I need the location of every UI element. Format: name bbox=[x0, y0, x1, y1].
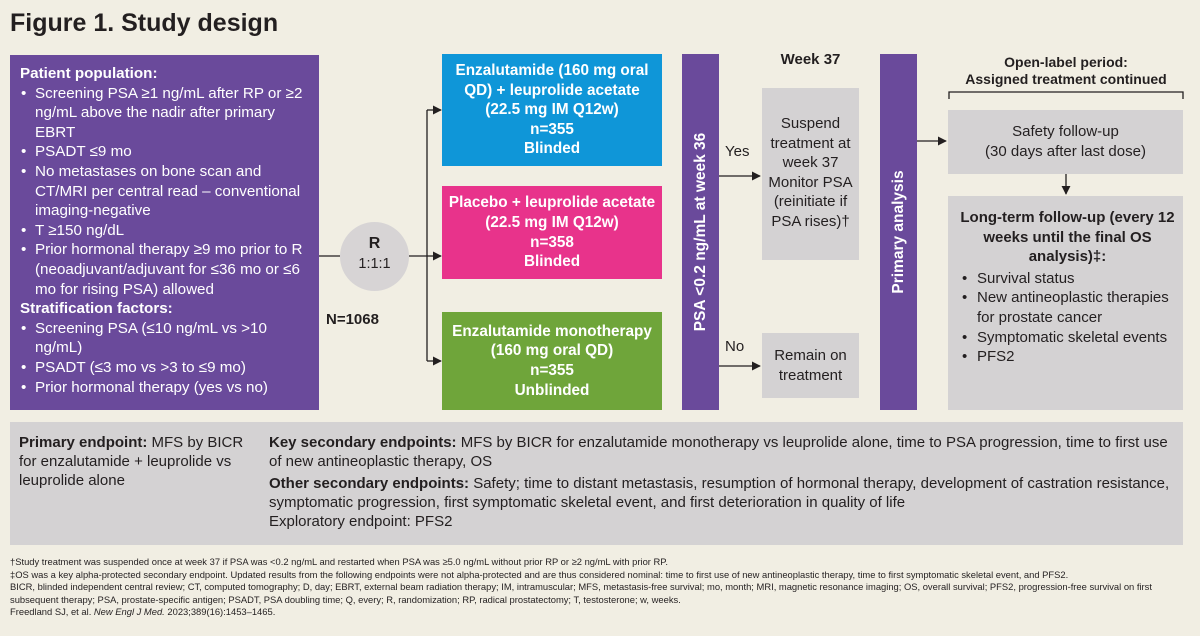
figure-title: Figure 1. Study design bbox=[10, 9, 279, 37]
primary-analysis-label: Primary analysis bbox=[889, 170, 907, 294]
primary-endpoint-text: MFS by BICR for enzalutamide + leuprolid… bbox=[19, 434, 244, 489]
primary-endpoint-label: Primary endpoint: bbox=[19, 434, 148, 451]
endpoints-panel: Primary endpoint: MFS by BICR for enzalu… bbox=[10, 422, 1183, 545]
arm-blinding: Blinded bbox=[523, 253, 581, 271]
population-item: PSADT ≤9 mo bbox=[20, 142, 310, 162]
longterm-item: Symptomatic skeletal events bbox=[960, 328, 1175, 348]
yes-label: Yes bbox=[725, 143, 750, 160]
open-label-heading: Open-label period: Assigned treatment co… bbox=[949, 54, 1183, 88]
long-term-follow-up-box: Long-term follow-up (every 12 weeks unti… bbox=[948, 196, 1183, 410]
population-item: Prior hormonal therapy ≥9 mo prior to R … bbox=[20, 240, 310, 299]
longterm-heading: Long-term follow-up (every 12 weeks unti… bbox=[960, 209, 1175, 266]
randomization-ratio: 1:1:1 bbox=[358, 256, 391, 272]
arm-treatment: Enzalutamide monotherapy bbox=[452, 322, 652, 340]
arm-n: n=358 bbox=[530, 233, 574, 251]
population-heading: Patient population: bbox=[20, 65, 158, 82]
arm-treatment: Enzalutamide (160 mg oral QD) + leuproli… bbox=[455, 62, 649, 99]
citation-journal: New Engl J Med. bbox=[93, 606, 165, 617]
population-item: Screening PSA ≥1 ng/mL after RP or ≥2 ng… bbox=[20, 84, 310, 143]
population-item: T ≥150 ng/dL bbox=[20, 221, 310, 241]
safety-title: Safety follow-up bbox=[1012, 123, 1119, 140]
arm-dose: (160 mg oral QD) bbox=[490, 342, 614, 360]
no-label: No bbox=[725, 338, 745, 355]
primary-analysis-bar: Primary analysis bbox=[880, 54, 917, 410]
remain-on-treatment-box: Remain on treatment bbox=[762, 333, 859, 398]
randomization-circle: R 1:1:1 bbox=[340, 222, 409, 291]
safety-follow-up-box: Safety follow-up (30 days after last dos… bbox=[948, 110, 1183, 174]
arm-blinding: Blinded bbox=[523, 140, 581, 158]
exploratory-endpoint: Exploratory endpoint: PFS2 bbox=[269, 513, 453, 530]
suspend-line: Suspend treatment at week 37 bbox=[770, 115, 851, 172]
psa-threshold-label: PSA <0.2 ng/mL at week 36 bbox=[691, 132, 709, 332]
footnote-abbreviations: BICR, blinded independent central review… bbox=[10, 581, 1152, 605]
stratification-heading: Stratification factors: bbox=[20, 300, 173, 318]
secondary-endpoints: Key secondary endpoints: MFS by BICR for… bbox=[269, 433, 1179, 531]
total-n: N=1068 bbox=[326, 311, 379, 328]
stratification-item: PSADT (≤3 mo vs >3 to ≤9 mo) bbox=[20, 358, 310, 378]
longterm-item: New antineoplastic therapies for prostat… bbox=[960, 288, 1175, 327]
open-label-title: Open-label period: bbox=[1004, 54, 1128, 70]
citation-authors: Freedland SJ, et al. bbox=[10, 606, 94, 617]
arm-blinding: Unblinded bbox=[514, 381, 590, 399]
population-item: No metastases on bone scan and CT/MRI pe… bbox=[20, 162, 310, 221]
stratification-item: Screening PSA (≤10 ng/mL vs >10 ng/mL) bbox=[20, 319, 310, 358]
other-secondary-label: Other secondary endpoints: bbox=[269, 475, 470, 492]
other-secondary-text: Safety; time to distant metastasis, resu… bbox=[269, 475, 1170, 511]
arm-treatment: Placebo + leuprolide acetate bbox=[448, 194, 656, 212]
arm-n: n=355 bbox=[530, 120, 574, 138]
citation: Freedland SJ, et al. New Engl J Med. 202… bbox=[10, 606, 1195, 619]
patient-population-box: Patient population: Screening PSA ≥1 ng/… bbox=[10, 55, 319, 410]
arm-placebo-leuprolide: Placebo + leuprolide acetate (22.5 mg IM… bbox=[442, 186, 662, 279]
open-label-subtitle: Assigned treatment continued bbox=[965, 71, 1167, 87]
footnote-double-dagger: ‡OS was a key alpha-protected secondary … bbox=[10, 568, 1069, 580]
monitor-line: Monitor PSA (reinitiate if PSA rises)† bbox=[768, 173, 853, 230]
open-label-bracket bbox=[948, 91, 1184, 99]
randomization-label: R bbox=[368, 235, 381, 252]
longterm-item: Survival status bbox=[960, 269, 1175, 289]
safety-duration: (30 days after last dose) bbox=[985, 142, 1146, 160]
arm-dose: (22.5 mg IM Q12w) bbox=[485, 213, 619, 231]
footnotes: †Study treatment was suspended once at w… bbox=[10, 556, 1195, 619]
week-37-label: Week 37 bbox=[780, 51, 841, 68]
primary-endpoint: Primary endpoint: MFS by BICR for enzalu… bbox=[19, 433, 264, 490]
key-secondary-text: MFS by BICR for enzalutamide monotherapy… bbox=[269, 434, 1168, 470]
arm-dose: (22.5 mg IM Q12w) bbox=[485, 101, 619, 119]
footnote-dagger: †Study treatment was suspended once at w… bbox=[10, 556, 668, 567]
stratification-item: Prior hormonal therapy (yes vs no) bbox=[20, 378, 310, 398]
arm-n: n=355 bbox=[530, 362, 574, 379]
psa-threshold-bar: PSA <0.2 ng/mL at week 36 bbox=[682, 54, 719, 410]
key-secondary-label: Key secondary endpoints: bbox=[269, 434, 457, 451]
arm-enzalutamide-leuprolide: Enzalutamide (160 mg oral QD) + leuproli… bbox=[442, 54, 662, 166]
longterm-item: PFS2 bbox=[960, 347, 1175, 367]
suspend-treatment-box: Suspend treatment at week 37 Monitor PSA… bbox=[762, 88, 859, 260]
citation-details: 2023;389(16):1453–1465. bbox=[164, 606, 276, 617]
arm-enzalutamide-monotherapy: Enzalutamide monotherapy (160 mg oral QD… bbox=[442, 312, 662, 410]
